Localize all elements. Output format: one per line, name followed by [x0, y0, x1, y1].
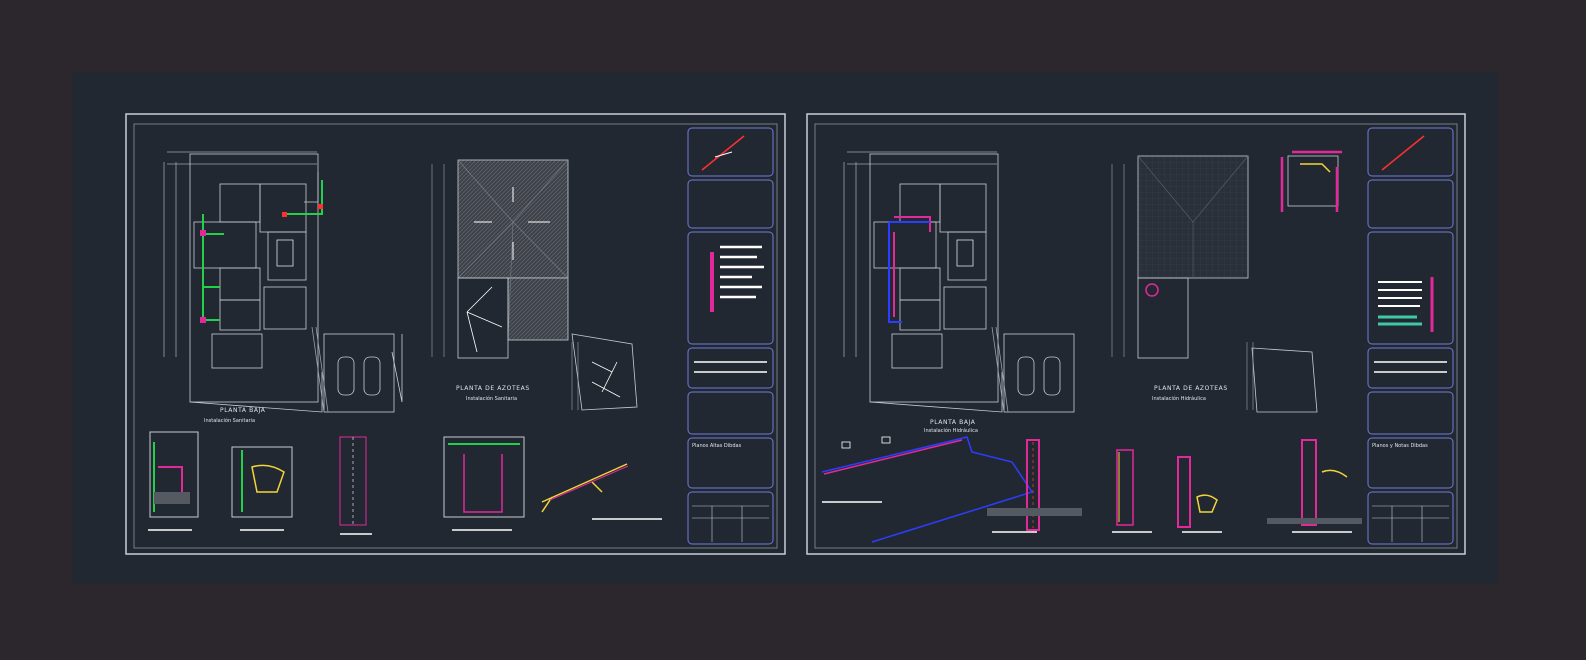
sheet-2-water-lines: [888, 216, 931, 323]
sheet-1-drain-lines: [202, 180, 323, 321]
sheet-1-details: [148, 431, 662, 535]
model-space-canvas[interactable]: PLANTA BAJA Instalación Sanitaria PLANTA…: [72, 72, 1498, 584]
sheet-2-details: [821, 436, 1362, 543]
sheet-1-roof-title: PLANTA DE AZOTEAS: [456, 385, 530, 392]
sheet-1-fixture-marks: [200, 204, 323, 323]
sheet-1-side-panel: [687, 127, 774, 545]
sheet-1-notes-heading: Planos Altas Dibdas: [692, 443, 742, 449]
sheet-1[interactable]: PLANTA BAJA Instalación Sanitaria PLANTA…: [125, 113, 786, 555]
sheet-2-plan-subtitle: Instalación Hidráulica: [924, 427, 978, 434]
sheet-2-roof-subtitle: Instalación Hidráulica: [1152, 395, 1206, 402]
sheet-2[interactable]: PLANTA BAJA Instalación Hidráulica PLANT…: [806, 113, 1466, 555]
sheet-2-notes-heading: Planos y Notas Dibdas: [1372, 443, 1428, 449]
sheet-1-outer-frame: [125, 113, 786, 555]
sheet-1-roof-subtitle: Instalación Sanitaria: [466, 395, 517, 402]
sheet-2-inner-frame: [814, 123, 1458, 549]
sheet-1-roof-plan: [431, 159, 638, 411]
sheet-1-floor-plan: [163, 151, 403, 413]
drawing: PLANTA BAJA Instalación Sanitaria PLANTA…: [125, 113, 1466, 555]
sheet-1-plan-title: PLANTA BAJA: [220, 407, 266, 414]
sheet-1-plan-title-block: PLANTA BAJA Instalación Sanitaria PLANTA…: [204, 385, 530, 424]
sheet-2-outer-frame: [806, 113, 1466, 555]
sheet-2-plan-title: PLANTA BAJA: [930, 419, 976, 426]
sheet-2-floor-plan: [843, 151, 1075, 413]
sheet-1-plan-subtitle: Instalación Sanitaria: [204, 417, 255, 424]
sheet-2-roof-title: PLANTA DE AZOTEAS: [1154, 385, 1228, 392]
sheet-2-roof-plan: [1111, 150, 1342, 413]
sheet-2-plan-title-block: PLANTA BAJA Instalación Hidráulica PLANT…: [924, 385, 1228, 434]
sheet-1-inner-frame: [133, 123, 778, 549]
sheet-2-side-panel: [1367, 127, 1454, 545]
